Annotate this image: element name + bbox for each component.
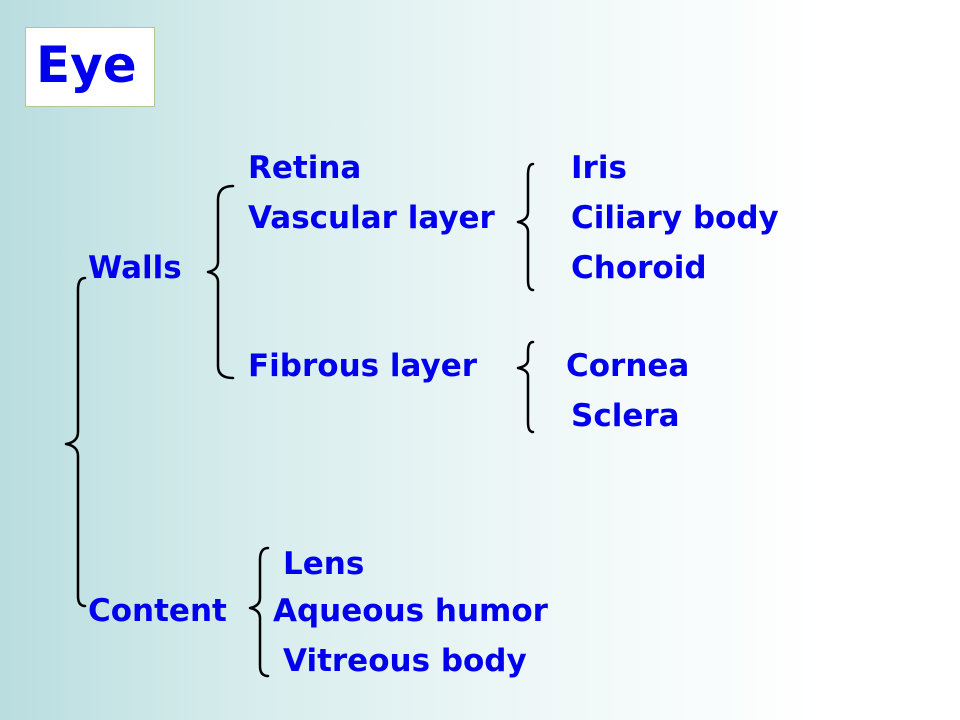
node-fibrous-layer: Fibrous layer <box>248 348 478 384</box>
node-content: Content <box>88 593 227 629</box>
node-ciliary-body: Ciliary body <box>571 200 779 236</box>
node-iris: Iris <box>571 150 627 186</box>
node-lens: Lens <box>283 546 365 582</box>
node-cornea: Cornea <box>566 348 690 384</box>
eye-bracket <box>64 276 87 608</box>
node-choroid: Choroid <box>571 250 707 286</box>
node-vitreous-body: Vitreous body <box>283 643 527 679</box>
node-vascular-layer: Vascular layer <box>248 200 495 236</box>
content-bracket <box>248 546 270 678</box>
node-sclera: Sclera <box>571 398 680 434</box>
node-aqueous-humor: Aqueous humor <box>273 593 548 629</box>
node-walls: Walls <box>88 250 182 286</box>
vascular-layer-bracket <box>516 162 535 292</box>
walls-bracket <box>206 184 235 380</box>
fibrous-layer-bracket <box>516 340 535 434</box>
diagram-title: Eye <box>36 36 137 94</box>
node-retina: Retina <box>248 150 362 186</box>
title-box: Eye <box>25 27 155 107</box>
